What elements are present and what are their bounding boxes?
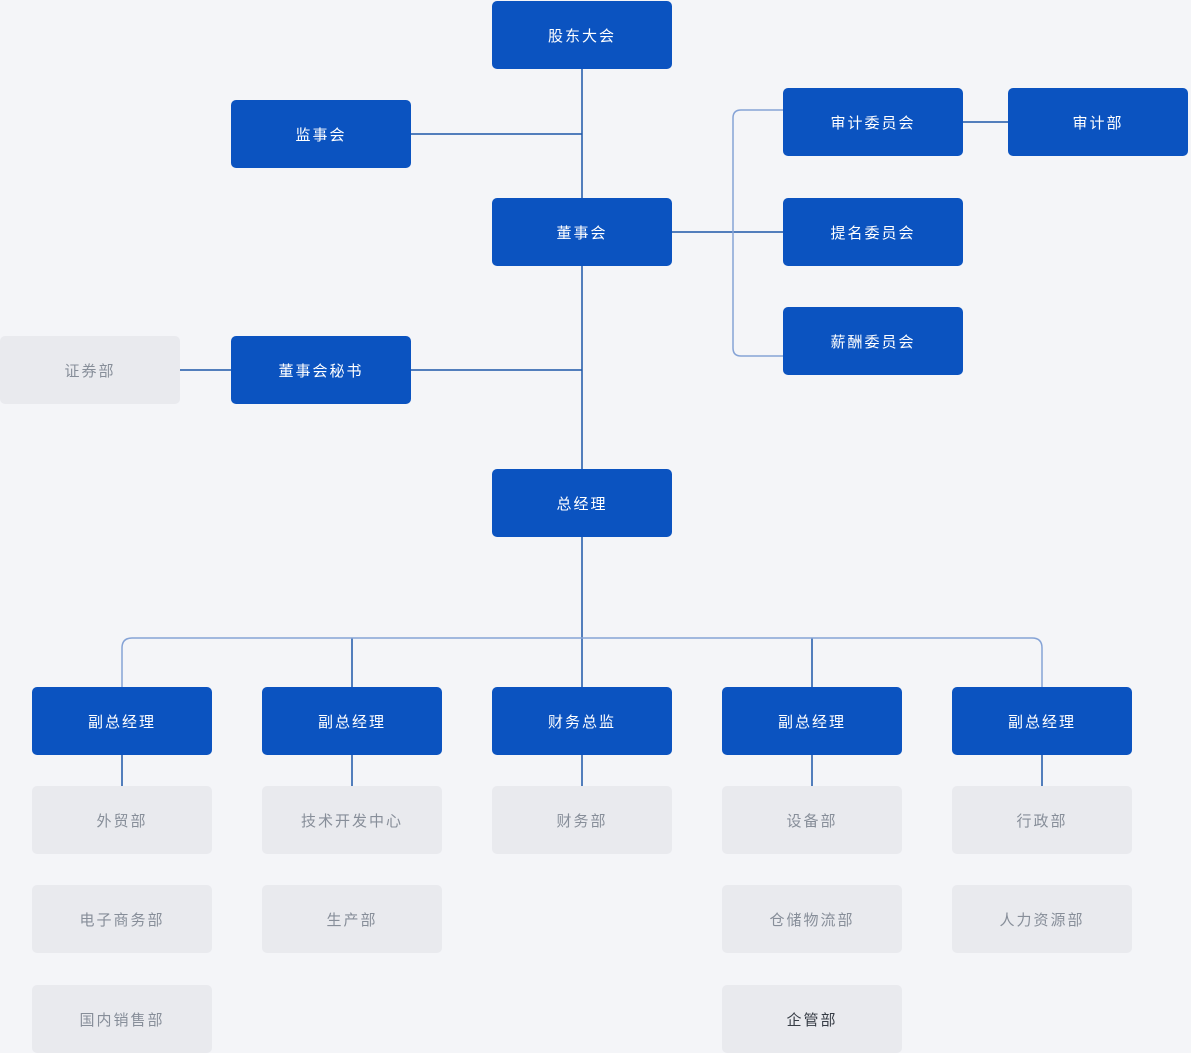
node-deputy-gm-1[interactable]: 副总经理 [32, 687, 212, 755]
node-label: 仓储物流部 [769, 911, 855, 929]
node-board-of-directors[interactable]: 董事会 [492, 198, 672, 266]
node-label: 电子商务部 [79, 911, 165, 929]
node-ecommerce-dept[interactable]: 电子商务部 [32, 885, 212, 953]
node-label: 审计部 [1072, 114, 1124, 132]
node-finance-dept[interactable]: 财务部 [492, 786, 672, 854]
node-audit-department[interactable]: 审计部 [1008, 88, 1188, 156]
node-tech-dev-center[interactable]: 技术开发中心 [262, 786, 442, 854]
node-enterprise-mgmt-dept[interactable]: 企管部 [722, 985, 902, 1053]
node-label: 薪酬委员会 [830, 333, 916, 351]
node-nomination-committee[interactable]: 提名委员会 [783, 198, 963, 266]
node-label: 设备部 [786, 812, 838, 830]
node-label: 人力资源部 [999, 911, 1085, 929]
node-foreign-trade-dept[interactable]: 外贸部 [32, 786, 212, 854]
node-shareholders-meeting[interactable]: 股东大会 [492, 1, 672, 69]
node-administration-dept[interactable]: 行政部 [952, 786, 1132, 854]
node-audit-committee[interactable]: 审计委员会 [783, 88, 963, 156]
node-label: 国内销售部 [79, 1011, 165, 1029]
node-label: 股东大会 [547, 27, 616, 45]
node-label: 外贸部 [96, 812, 148, 830]
node-deputy-gm-2[interactable]: 副总经理 [262, 687, 442, 755]
node-securities-department[interactable]: 证券部 [0, 336, 180, 404]
node-label: 企管部 [786, 1011, 838, 1029]
node-label: 审计委员会 [830, 114, 916, 132]
node-label: 证券部 [64, 362, 116, 380]
node-label: 董事会秘书 [278, 362, 364, 380]
node-human-resources-dept[interactable]: 人力资源部 [952, 885, 1132, 953]
node-warehouse-logistics-dept[interactable]: 仓储物流部 [722, 885, 902, 953]
node-label: 董事会 [556, 224, 608, 242]
node-label: 副总经理 [1007, 713, 1076, 731]
node-supervisory-board[interactable]: 监事会 [231, 100, 411, 168]
node-label: 生产部 [326, 911, 378, 929]
node-label: 副总经理 [317, 713, 386, 731]
node-finance-director[interactable]: 财务总监 [492, 687, 672, 755]
node-production-dept[interactable]: 生产部 [262, 885, 442, 953]
node-deputy-gm-3[interactable]: 副总经理 [722, 687, 902, 755]
node-label: 副总经理 [87, 713, 156, 731]
node-label: 技术开发中心 [300, 812, 403, 830]
node-equipment-dept[interactable]: 设备部 [722, 786, 902, 854]
node-label: 提名委员会 [830, 224, 916, 242]
node-label: 财务部 [556, 812, 608, 830]
node-label: 监事会 [295, 126, 347, 144]
node-board-secretary[interactable]: 董事会秘书 [231, 336, 411, 404]
node-label: 副总经理 [777, 713, 846, 731]
node-compensation-committee[interactable]: 薪酬委员会 [783, 307, 963, 375]
node-domestic-sales-dept[interactable]: 国内销售部 [32, 985, 212, 1053]
node-label: 行政部 [1016, 812, 1068, 830]
node-general-manager[interactable]: 总经理 [492, 469, 672, 537]
node-label: 总经理 [556, 495, 608, 513]
node-label: 财务总监 [547, 713, 616, 731]
node-deputy-gm-4[interactable]: 副总经理 [952, 687, 1132, 755]
